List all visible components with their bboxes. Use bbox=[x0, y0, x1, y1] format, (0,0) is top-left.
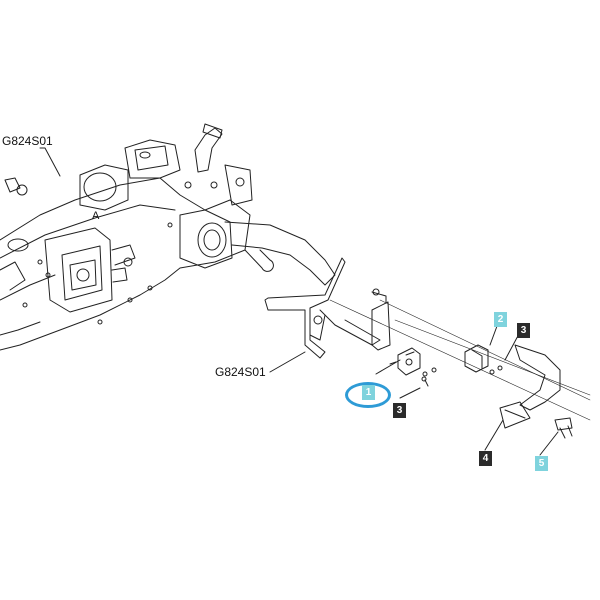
lift-housing-assembly bbox=[0, 123, 336, 351]
callout-4[interactable]: 4 bbox=[479, 451, 492, 466]
callout-2[interactable]: 2 bbox=[494, 312, 507, 327]
callout-3-lower[interactable]: 3 bbox=[393, 403, 406, 418]
mounting-bracket bbox=[264, 257, 391, 359]
protective-cover bbox=[499, 344, 561, 429]
screw bbox=[421, 376, 429, 387]
assembly-guide-lines bbox=[329, 299, 591, 421]
callout-3-right[interactable]: 3 bbox=[517, 323, 530, 338]
position-sensor bbox=[389, 347, 437, 377]
leader-lines bbox=[39, 147, 559, 456]
callout-1-highlight-ring bbox=[345, 382, 391, 408]
callout-5[interactable]: 5 bbox=[535, 456, 548, 471]
callout-1[interactable]: 1 bbox=[362, 385, 375, 400]
coupling-lever bbox=[464, 344, 503, 375]
detail-letter: A bbox=[92, 210, 100, 222]
cover-screws bbox=[554, 417, 573, 439]
reference-label-top[interactable]: G824S01 bbox=[2, 134, 53, 148]
reference-label-mid[interactable]: G824S01 bbox=[215, 365, 266, 379]
